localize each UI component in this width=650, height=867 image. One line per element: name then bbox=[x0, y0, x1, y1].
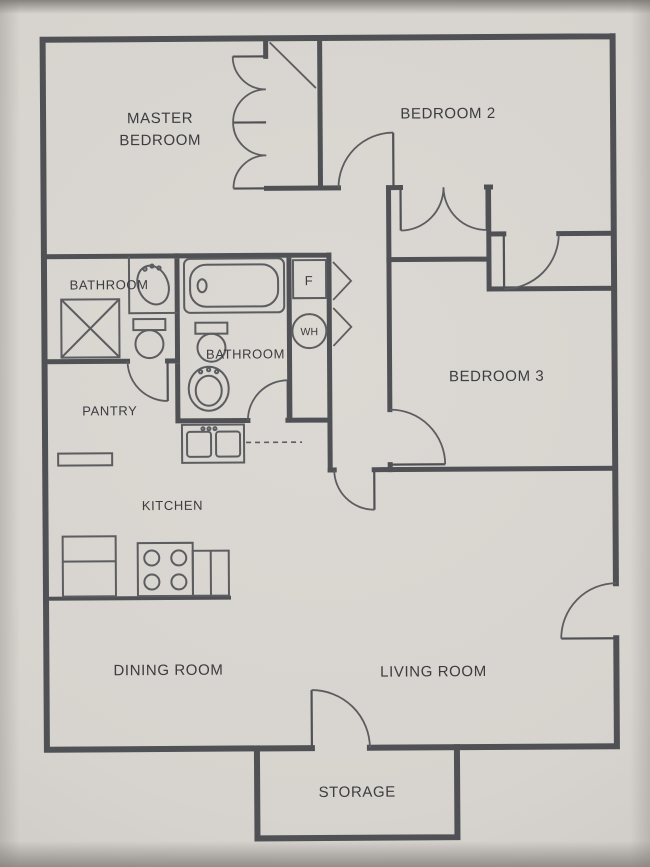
kitchen-sink bbox=[180, 423, 246, 464]
toilet-hall bbox=[194, 321, 229, 363]
water-heater-label: WH bbox=[300, 326, 318, 338]
bedroom2-door-arc bbox=[337, 131, 394, 188]
bathroom-walls bbox=[41, 252, 333, 473]
bathroom-master-door-arc bbox=[126, 361, 168, 402]
room-labels: MASTER BEDROOM BEDROOM 2 BEDROOM 3 BATHR… bbox=[70, 105, 545, 801]
fixtures bbox=[57, 256, 328, 598]
vanity-sink bbox=[127, 256, 178, 315]
closet2-door-arc bbox=[504, 233, 560, 290]
bedroom3-bottom-wall bbox=[327, 465, 618, 473]
utility-door-chevrons bbox=[332, 261, 353, 347]
bedroom3-left-wall bbox=[385, 185, 393, 473]
master-closet-door-arcs bbox=[231, 56, 267, 189]
counter-right bbox=[191, 549, 230, 597]
room-label-bedroom3: BEDROOM 3 bbox=[449, 368, 545, 386]
closet1-door-leaves bbox=[399, 187, 488, 231]
exterior-walls bbox=[39, 33, 620, 842]
bathroom-hall-door-arc bbox=[247, 379, 288, 421]
shower bbox=[60, 298, 121, 359]
bedroom3-door-arc bbox=[389, 408, 447, 465]
pantry-shelf bbox=[57, 452, 114, 467]
storage-door-arc bbox=[311, 689, 371, 748]
hall-door-arc bbox=[333, 469, 375, 511]
storage-walls bbox=[253, 744, 461, 842]
room-label-storage: STORAGE bbox=[319, 784, 396, 801]
doors bbox=[126, 41, 617, 749]
master-closet-walls bbox=[263, 35, 324, 191]
room-label-kitchen: KITCHEN bbox=[142, 498, 203, 513]
bedroom2-bottom-wall bbox=[263, 184, 494, 191]
stove bbox=[136, 541, 194, 598]
furnace-label: F bbox=[305, 273, 314, 288]
room-label-bathroom-master: BATHROOM bbox=[70, 277, 149, 292]
room-label-master-bedroom-line2: BEDROOM bbox=[119, 132, 201, 149]
room-label-living-room: LIVING ROOM bbox=[380, 663, 487, 681]
room-label-bathroom-hall: BATHROOM bbox=[206, 346, 285, 361]
room-label-dining-room: DINING ROOM bbox=[113, 662, 223, 680]
room-label-pantry: PANTRY bbox=[82, 403, 137, 418]
master-open-door-line bbox=[268, 41, 317, 89]
pedestal-sink bbox=[187, 365, 230, 412]
water-heater bbox=[291, 313, 328, 350]
toilet-master bbox=[132, 317, 167, 360]
bathtub bbox=[182, 257, 286, 314]
room-label-bedroom2: BEDROOM 2 bbox=[400, 105, 496, 123]
master-closet-door-leaves bbox=[232, 55, 267, 190]
room-label-master-bedroom-line1: MASTER bbox=[127, 110, 193, 127]
outer-wall bbox=[39, 33, 620, 753]
entry-door-arc bbox=[560, 582, 616, 639]
kitchen-wall bbox=[43, 595, 232, 601]
closet1-door-arcs bbox=[400, 187, 487, 232]
closet-walls bbox=[386, 184, 617, 292]
counter-left bbox=[61, 535, 117, 598]
furnace-box bbox=[291, 258, 328, 300]
